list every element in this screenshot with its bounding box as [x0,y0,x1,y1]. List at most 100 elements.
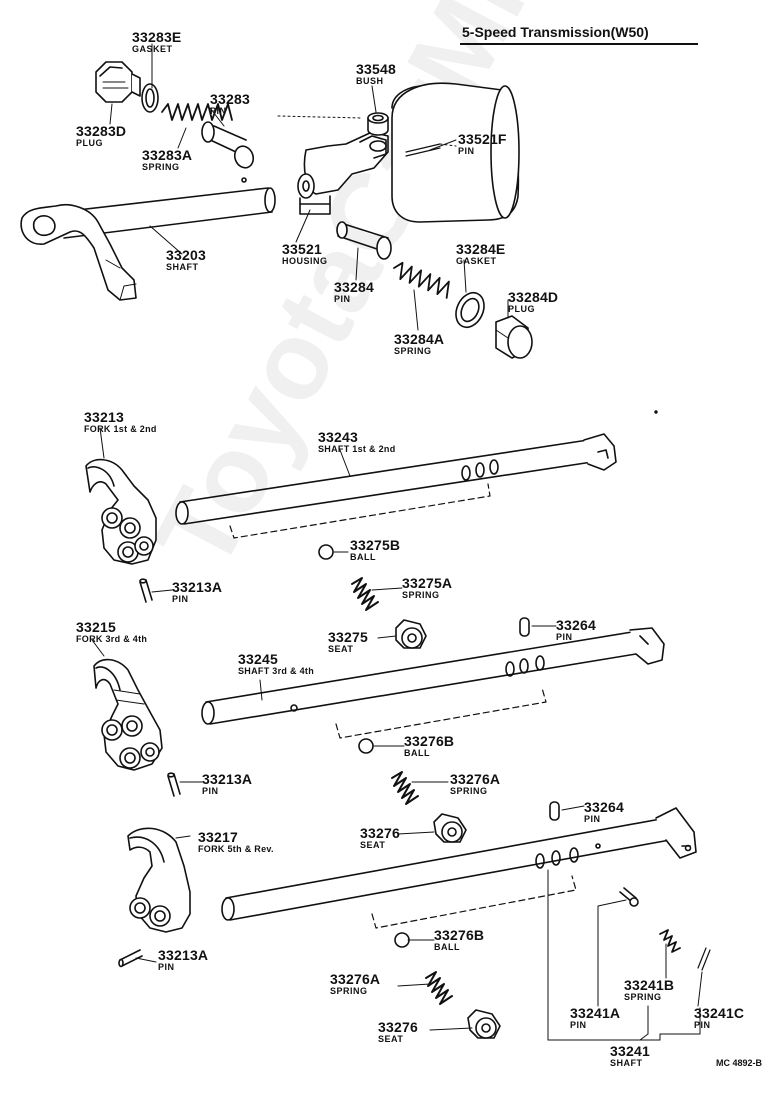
part-name: PIN [334,294,351,304]
ball-33275b [318,544,334,560]
pin-33264-1 [519,617,530,637]
part-name: PIN [202,786,219,796]
part-number: 33243 [318,429,358,445]
part-name: GASKET [456,256,497,266]
part-number: 33283D [76,123,127,139]
ball-33276b-1 [358,738,374,754]
part-name: FORK 5th & Rev. [198,844,274,854]
part-number: 33241C [694,1005,745,1021]
part-number: 33283 [210,91,250,107]
pin-33521f [405,143,457,157]
spring-33283a [161,103,233,121]
part-number: 33521 [282,241,322,257]
part-name: HOUSING [282,256,328,266]
part-name: SEAT [360,840,386,850]
part-number: 33276B [434,927,485,943]
shaft-33245 [201,627,665,739]
pin-33213a-1 [139,578,153,603]
part-name: PLUG [76,138,104,148]
pin-33284 [336,221,392,260]
part-number: 33284D [508,289,559,305]
part-number: 33276A [330,971,381,987]
part-number: 33241A [570,1005,621,1021]
part-name: PIN [556,632,573,642]
part-name: BALL [350,552,376,562]
part-number: 33283A [142,147,193,163]
part-name: PIN [570,1020,587,1030]
part-number: 33213 [84,409,124,425]
part-number: 33276B [404,733,455,749]
part-name: PLUG [508,304,536,314]
seat-33276-1 [433,813,467,843]
part-number: 33203 [166,247,206,263]
part-number: 33276 [360,825,400,841]
part-number: 33284 [334,279,374,295]
pin-33213a-3 [118,949,143,968]
spring-33276a-1 [391,771,419,805]
shaft-33243 [175,433,617,539]
part-name: FORK 3rd & 4th [76,634,148,644]
part-number: 33276A [450,771,501,787]
ball-33276b-2 [394,932,410,948]
part-name: SHAFT [166,262,199,272]
diagram-title: 5-Speed Transmission(W50) [462,24,649,40]
part-number: 33217 [198,829,238,845]
plug-33284d [495,315,533,359]
part-name: SHAFT 1st & 2nd [318,444,396,454]
pin-33241a [619,887,639,907]
part-number: 33213A [202,771,253,787]
part-name: PIN [172,594,189,604]
spring-33241b [659,929,681,953]
part-number: 33215 [76,619,116,635]
plug-33283d [95,61,141,103]
pin-33213a-2 [167,772,181,797]
part-name: SEAT [378,1034,404,1044]
part-name: SPRING [142,162,180,172]
part-name: SPRING [330,986,368,996]
part-number: 33284A [394,331,445,347]
part-number: 33275 [328,629,368,645]
part-name: PIN [584,814,601,824]
part-name: SPRING [450,786,488,796]
fork-33213 [85,458,157,565]
part-name: BALL [434,942,460,952]
gasket-33284e [455,291,485,329]
pin-33283 [201,121,255,169]
shaft-33203 [20,177,276,301]
part-number: 33264 [556,617,596,633]
leader-lines [91,43,703,1041]
part-number: 33241 [610,1043,650,1059]
part-number: 33245 [238,651,278,667]
part-number: 33213A [172,579,223,595]
part-number: 33264 [584,799,624,815]
part-number: 33213A [158,947,209,963]
part-name: SPRING [624,992,662,1002]
seat-33275 [395,619,427,649]
part-name: BALL [404,748,430,758]
spring-33275a [351,577,379,611]
shaft-33241 [221,807,697,929]
